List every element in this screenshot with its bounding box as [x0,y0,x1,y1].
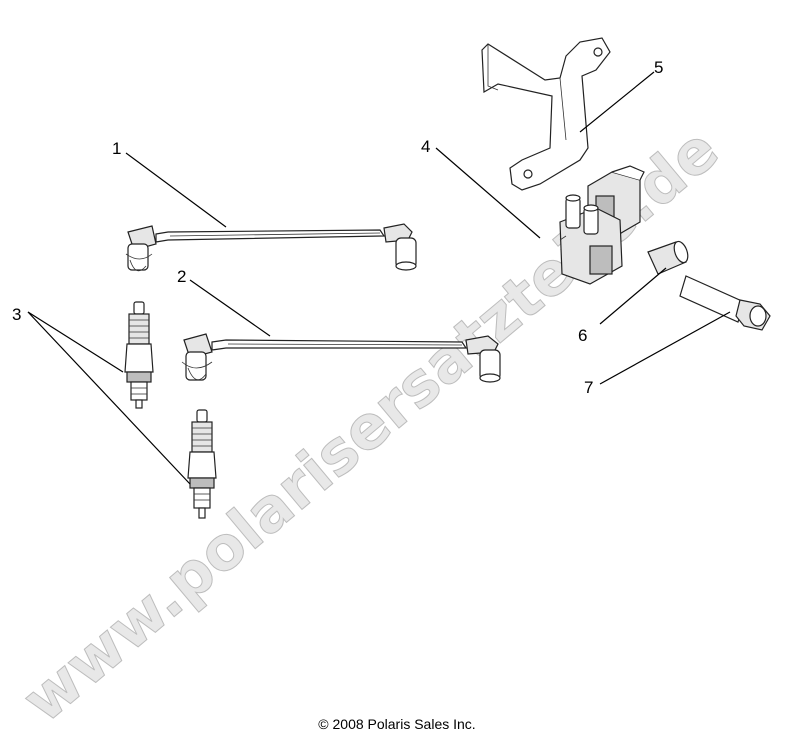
callout-7: 7 [584,378,593,397]
spark-plug-upper [124,301,154,409]
copyright-notice: © 2008 Polaris Sales Inc. [318,716,476,732]
spark-plug-wire-2 [181,333,501,383]
mounting-bracket [481,37,611,191]
callout-3: 3 [12,305,21,324]
ignition-coil [559,165,645,285]
leader-lines [27,71,731,485]
callout-6: 6 [578,326,587,345]
spacer [647,240,689,275]
callout-2: 2 [177,267,186,286]
callout-1: 1 [112,139,121,158]
spark-plug-wire-1 [125,223,417,272]
spark-plug-lower [187,409,217,519]
callout-5: 5 [654,58,663,77]
callout-4: 4 [421,137,430,156]
bolt [679,275,771,331]
